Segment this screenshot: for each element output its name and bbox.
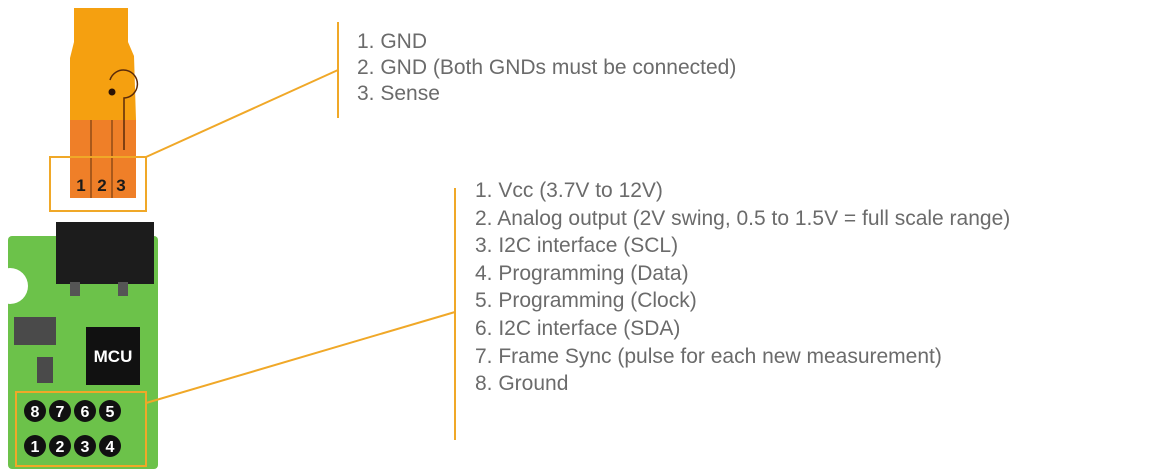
board-pin-2-description: 2. Analog output (2V swing, 0.5 to 1.5V …	[475, 206, 1011, 230]
component-chip-small	[37, 357, 53, 383]
sense-wire-trace	[109, 69, 139, 150]
board-pin-5-description: 5. Programming (Clock)	[475, 289, 697, 313]
header-pin-1-label: 1	[31, 439, 40, 456]
header-pin-8-circle	[24, 400, 46, 422]
header-pin-2-circle	[49, 435, 71, 457]
board-pin-3-description: 3. I2C interface (SCL)	[475, 234, 679, 258]
pcb-board: MCU	[0, 222, 158, 469]
connector-leg-left	[70, 282, 80, 296]
board-pin-7-description: 7. Frame Sync (pulse for each new measur…	[475, 344, 942, 368]
header-callout-line	[145, 311, 456, 404]
board-pin-4-description: 4. Programming (Data)	[475, 261, 689, 285]
board-pin-8-description: 8. Ground	[475, 372, 569, 396]
sensor-connector: 1 2 3	[70, 120, 136, 198]
connector-pin-legend: 1. GND 2. GND (Both GNDs must be connect…	[357, 29, 736, 107]
header-pin-6-label: 6	[81, 404, 90, 421]
mcu-label: MCU	[94, 347, 133, 366]
connector-pin-2-label: 2	[97, 176, 106, 195]
header-pin-6-circle	[74, 400, 96, 422]
component-chip-large	[14, 317, 56, 345]
header-pin-4-label: 4	[106, 439, 115, 456]
header-pin-7-label: 7	[56, 404, 65, 421]
board-pin-6-description: 6. I2C interface (SDA)	[475, 316, 681, 340]
header-pin-3-label: 3	[81, 439, 90, 456]
board-pin-1-description: 1. Vcc (3.7V to 12V)	[475, 179, 663, 202]
connector-leg-right	[118, 282, 128, 296]
flex-sensor-tail	[70, 8, 136, 120]
header-pin-8-label: 8	[31, 404, 40, 421]
header-pin-4-circle	[99, 435, 121, 457]
header-pin-1-circle	[24, 435, 46, 457]
header-pin-7-circle	[49, 400, 71, 422]
mcu-chip	[86, 327, 140, 385]
header-callout-box	[15, 391, 147, 467]
connector-callout-line	[145, 69, 339, 158]
board-connector	[56, 222, 154, 284]
header-pin-5-circle	[99, 400, 121, 422]
mounting-hole	[0, 268, 28, 304]
header-pin-2-label: 2	[56, 439, 65, 456]
connector-pin-1-label: 1	[76, 176, 85, 195]
header-pin-5-label: 5	[106, 404, 115, 421]
board-pin-legend: 1. Vcc (3.7V to 12V) 2. Analog output (2…	[475, 177, 1010, 398]
header-pin-3-circle	[74, 435, 96, 457]
connector-pin-3-label: 3	[116, 176, 125, 195]
sense-wire-dot	[108, 88, 116, 96]
connector-pin-3-description: 3. Sense	[357, 82, 440, 105]
connector-pin-1-description: 1. GND	[357, 30, 428, 53]
connector-pin-2-description: 2. GND (Both GNDs must be connected)	[357, 56, 737, 79]
connector-callout-box	[49, 156, 147, 212]
